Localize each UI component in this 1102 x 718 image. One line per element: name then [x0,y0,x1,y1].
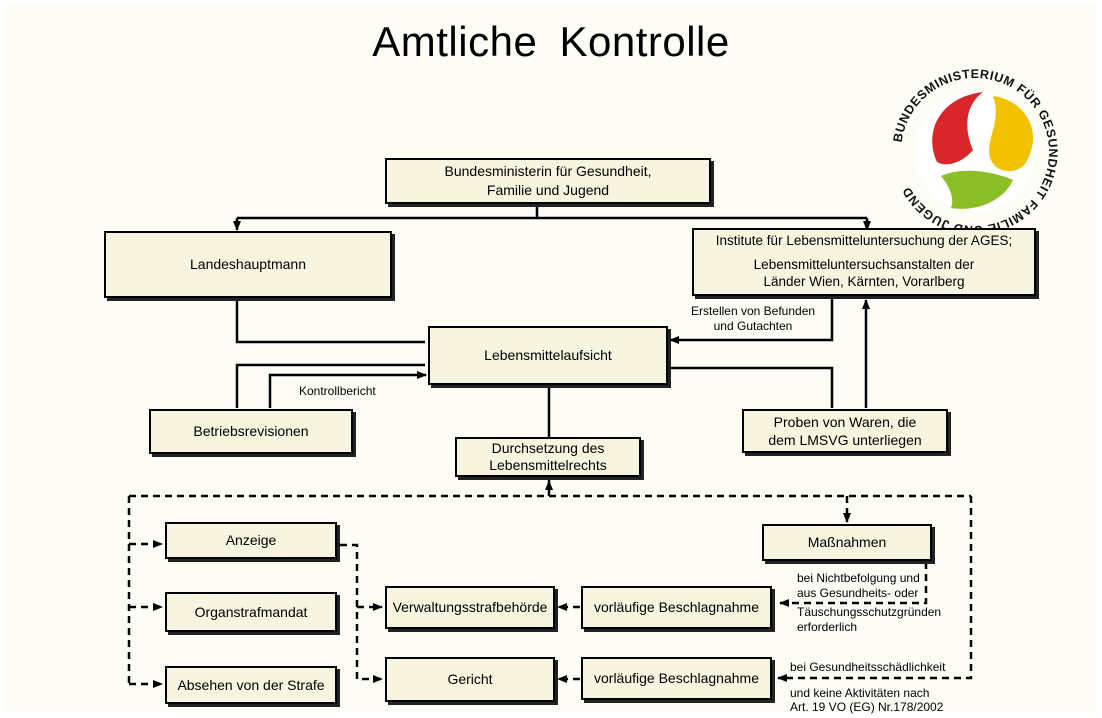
organstrafmandat-box: Organstrafmandat [165,592,337,632]
logo-green-drop [941,170,1013,209]
lebensmittelaufsicht-box: Lebensmittelaufsicht [428,326,668,385]
proben-box: Proben von Waren, die dem LMSVG unterlie… [742,409,948,453]
institute-box: Institute für Lebensmitteluntersuchung d… [692,228,1036,296]
ministry-logo: BUNDESMINISTERIUM FÜR GESUNDHEIT FAMILIE… [891,67,1060,237]
logo-red-drop [932,92,983,165]
durchsetzung-box: Durchsetzung des Lebensmittelrechts [455,437,641,477]
beschlagnahme-1-box: vorläufige Beschlagnahme [581,586,772,629]
massnahmen-box: Maßnahmen [762,524,932,561]
logo-yellow-drop [989,96,1034,172]
gericht-box: Gericht [385,657,555,702]
beschlagnahme-2-box: vorläufige Beschlagnahme [581,657,772,700]
betriebsrevisionen-box: Betriebsrevisionen [149,409,353,454]
absehen-box: Absehen von der Strafe [165,666,337,704]
verwaltungsstrafbehoerde-box: Verwaltungsstrafbehörde [385,586,555,629]
kontrollbericht-label: Kontrollbericht [299,384,376,398]
gesundheitsschaedlichkeit-label: bei Gesundheitsschädlichkeit und keine A… [790,660,946,714]
ministerin-box: Bundesministerin für Gesundheit, Familie… [385,158,711,204]
page-title: Amtliche Kontrolle [372,18,730,65]
anzeige-box: Anzeige [165,522,337,559]
nichtbefolgung-label: bei Nichtbefolgung und aus Gesundheits- … [797,571,942,634]
befunde-label: Erstellen von Befunden und Gutachten [690,304,816,333]
landeshauptmann-box: Landeshauptmann [104,231,392,298]
